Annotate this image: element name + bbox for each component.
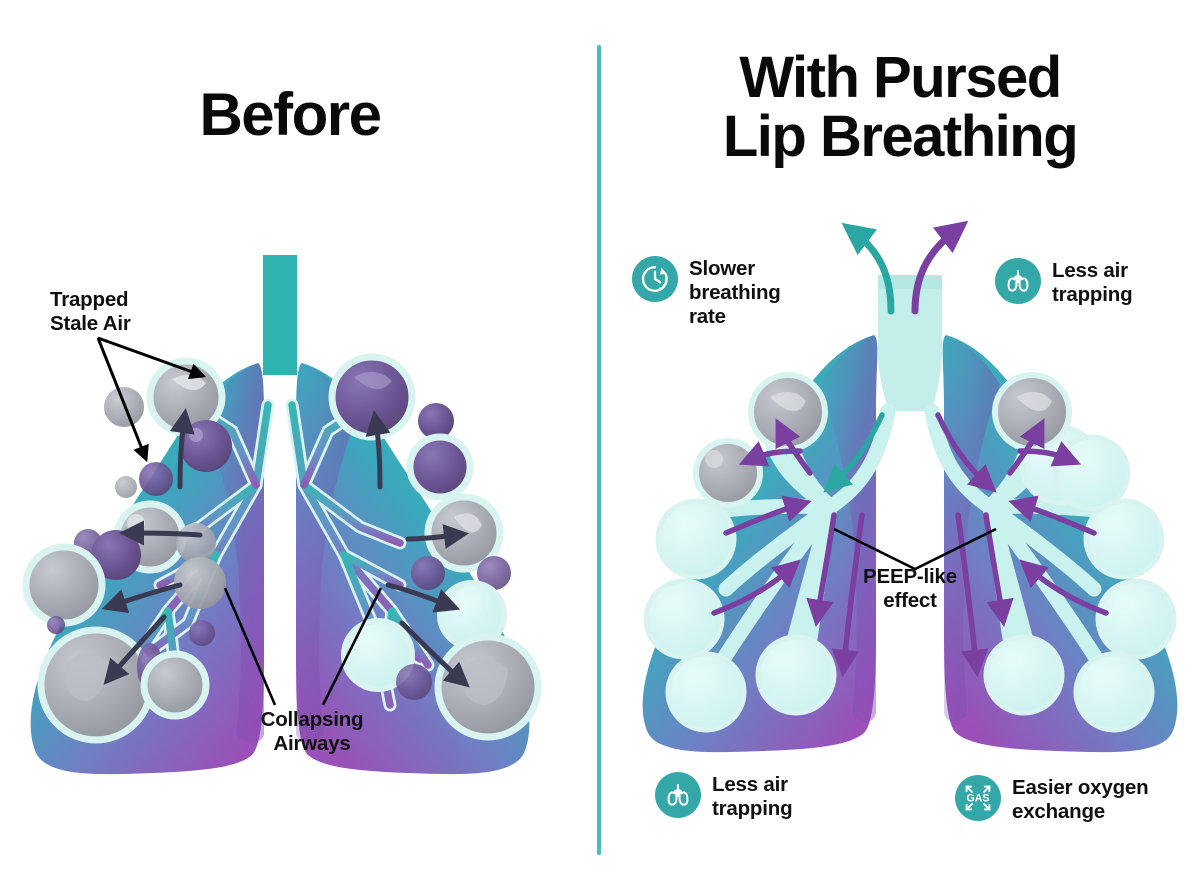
lungs-icon <box>995 258 1041 304</box>
badge-less-air-trapping-top: Less air trapping <box>995 258 1133 307</box>
annotation-collapsing-airways: Collapsing Airways <box>260 708 364 755</box>
badge-slower-breathing-rate: Slower breathing rate <box>632 256 781 328</box>
trapped-stale-air-leader-lines <box>96 336 207 463</box>
collapsing-airways-leader-lines <box>223 587 383 706</box>
badge-label: Easier oxygen exchange <box>1012 776 1149 823</box>
exhalation-arrows <box>841 220 969 315</box>
airflow-arrows <box>711 412 1109 678</box>
page-title-before: Before <box>199 81 382 148</box>
gas-diffusion-icon: GAS <box>955 775 1001 821</box>
annotation-trapped-stale-air: Trapped Stale Air <box>50 288 131 335</box>
before-lung-illustration <box>22 255 542 775</box>
page-title-pursed-lip-breathing: With Pursed Lip Breathing <box>722 45 1079 170</box>
lungs-icon <box>655 772 701 818</box>
annotation-peep-like-effect: PEEP-like effect <box>863 565 957 612</box>
badge-label: Less air trapping <box>1052 259 1133 306</box>
badge-label: Slower breathing rate <box>689 257 781 328</box>
badge-label: Less air trapping <box>712 773 793 820</box>
peep-leader-lines <box>833 527 997 571</box>
badge-less-air-trapping-bottom: Less air trapping <box>655 772 793 821</box>
stale-air-flow-arrows <box>101 408 470 688</box>
panel-divider <box>597 45 601 855</box>
gas-icon-text: GAS <box>967 793 990 805</box>
clock-icon <box>632 256 678 302</box>
badge-easier-oxygen-exchange: GAS Easier oxygen exchange <box>955 775 1149 824</box>
pursed-lip-lung-illustration <box>642 275 1178 753</box>
